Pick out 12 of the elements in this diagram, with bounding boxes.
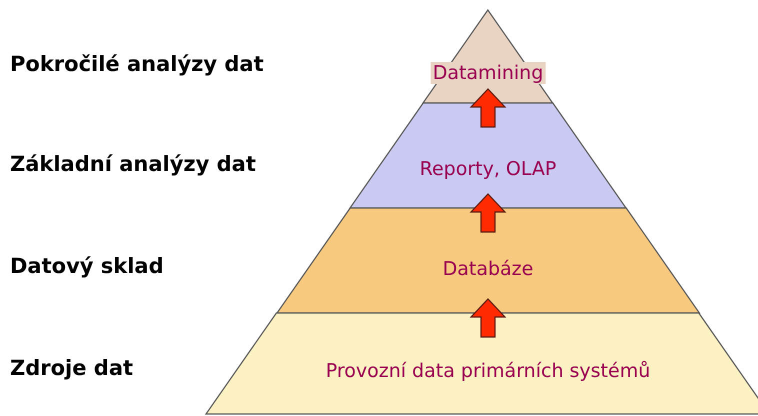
arrow — [470, 298, 506, 338]
pyramid-level — [206, 313, 758, 414]
level-heading: Zdroje dat — [10, 356, 134, 380]
arrow — [470, 193, 506, 233]
pyramid-level — [423, 10, 553, 103]
level-text: Datamining — [430, 62, 546, 84]
pyramid-level — [276, 208, 700, 313]
level-heading: Základní analýzy dat — [10, 152, 256, 176]
level-heading: Datový sklad — [10, 254, 164, 278]
arrow — [470, 88, 506, 128]
pyramid-level — [350, 103, 626, 208]
level-heading: Pokročilé analýzy dat — [10, 52, 264, 76]
